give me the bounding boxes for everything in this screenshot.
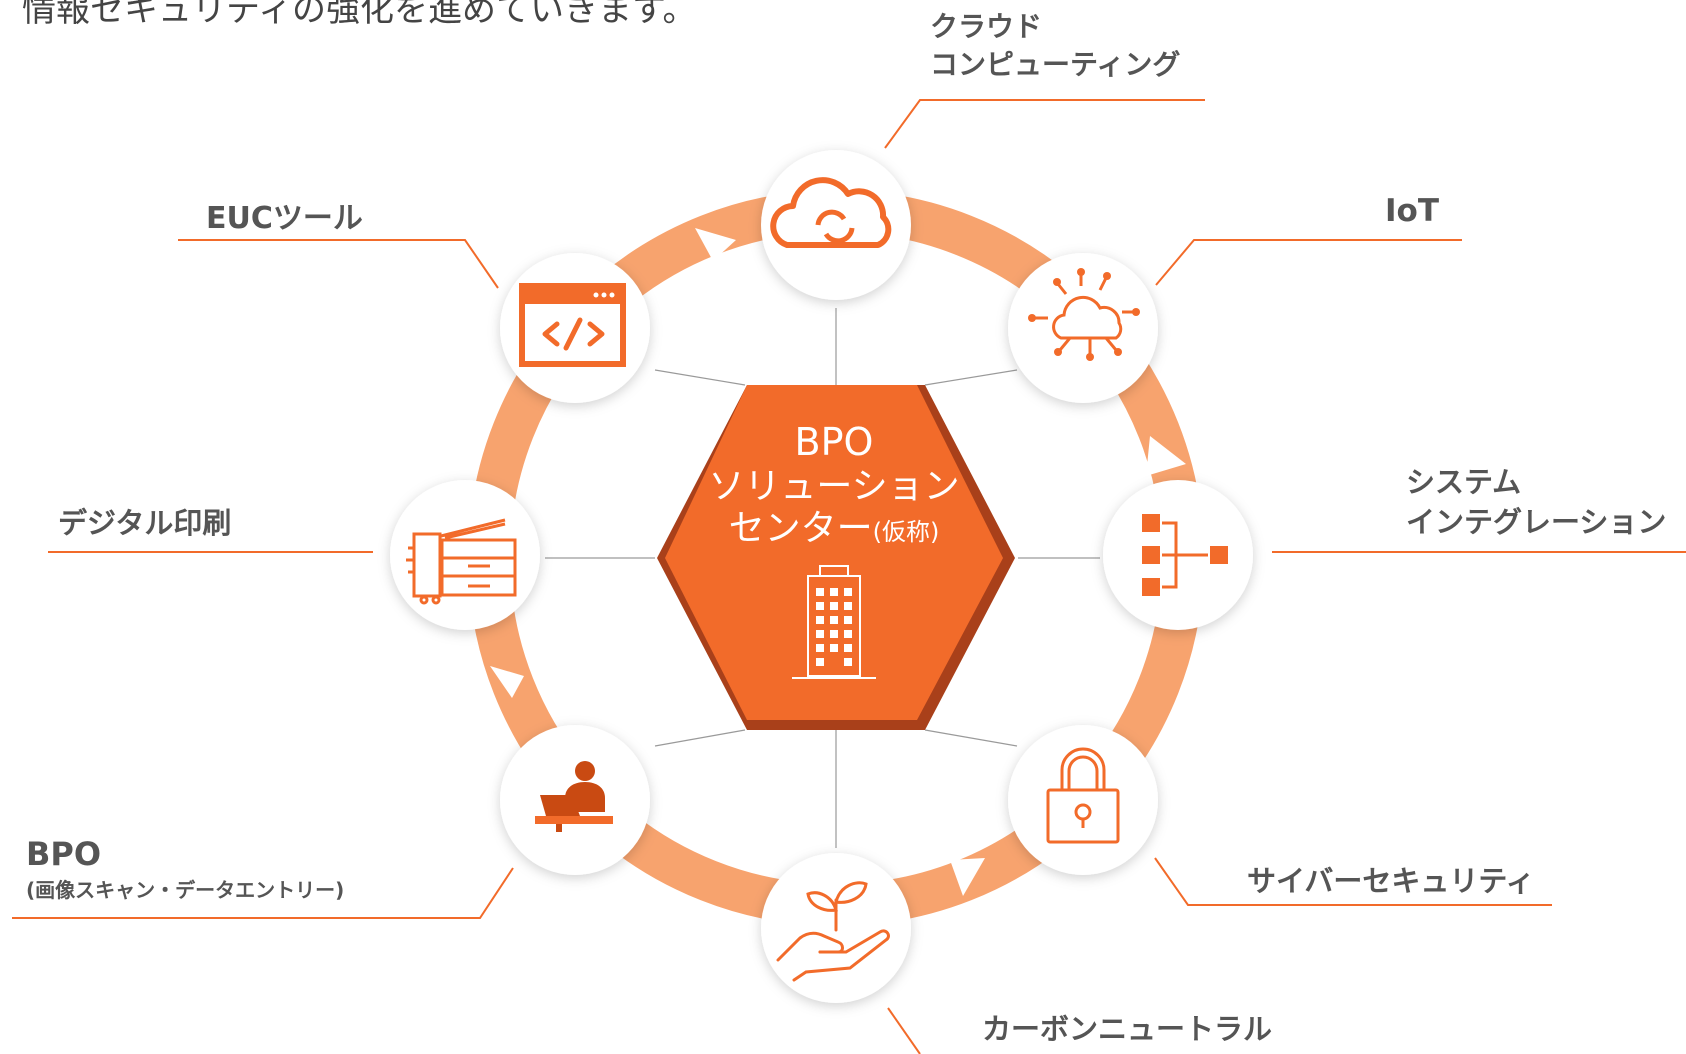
label-line: サイバーセキュリティ [1247, 864, 1535, 898]
hand-plant-icon [776, 881, 890, 982]
label-carbon-neutral: カーボンニュートラル [982, 1006, 1272, 1048]
label-line: コンピューティング [930, 48, 1181, 81]
center-title-line1: BPO [795, 420, 874, 464]
node-cloud [761, 150, 911, 300]
label-line: システム [1406, 465, 1522, 499]
ring-arrow [950, 858, 985, 896]
leader-line-cloud [884, 99, 1205, 149]
label-cloud: クラウド コンピューティング [930, 8, 1180, 84]
padlock-icon [1046, 747, 1120, 844]
office-building-icon [792, 565, 876, 679]
node-carbon-neutral [761, 853, 911, 1003]
office-worker-icon [535, 761, 613, 832]
leader-line-bpo [12, 867, 514, 919]
node-iot [1008, 253, 1158, 403]
hexagon-face [665, 385, 1003, 720]
label-euc-tools: EUCツール [206, 193, 363, 237]
ring-arrow [1146, 436, 1186, 476]
printer-icon [406, 518, 517, 605]
label-sub: (画像スキャン・データエントリー) [26, 878, 345, 902]
label-digital-printing: デジタル印刷 [58, 500, 231, 542]
spokes [545, 308, 1100, 848]
label-bpo: BPO (画像スキャン・データエントリー) [26, 836, 344, 908]
node-bpo [500, 725, 650, 875]
cloud-network-icon [1028, 268, 1140, 361]
center-title-line3: センター(仮称) [729, 508, 940, 549]
leader-line-euc-tools [178, 239, 499, 289]
hierarchy-icon [1142, 514, 1228, 596]
center-hexagon: BPO ソリューション センター(仮称) [657, 385, 1015, 730]
label-line: BPO [26, 835, 102, 873]
center-title-line3-main: センター [729, 508, 873, 549]
center-title-line3-small: (仮称) [873, 518, 940, 546]
label-line: EUCツール [206, 201, 363, 236]
intro-text: 情報セキュリティの強化を進めていきます。 [22, 0, 697, 30]
spoke [924, 369, 1018, 386]
ring-arrows [490, 228, 1186, 896]
node-cyber-security [1008, 725, 1158, 875]
node-system-integration [1103, 480, 1253, 630]
node-digital-printing [390, 480, 540, 630]
spoke [654, 729, 746, 747]
label-line: デジタル印刷 [58, 506, 232, 540]
center-title-line2: ソリューション [708, 466, 959, 507]
label-line: インテグレーション [1406, 505, 1667, 539]
spoke [924, 729, 1018, 747]
code-window-icon [519, 283, 626, 367]
label-cyber-security: サイバーセキュリティ [1247, 858, 1535, 900]
leader-lines [12, 99, 1686, 1054]
node-euc-tools [500, 253, 650, 403]
leader-line-carbon-neutral [887, 1007, 921, 1054]
label-system-integration: システム インテグレーション [1406, 462, 1666, 542]
cloud-sync-icon [770, 177, 892, 248]
label-line: カーボンニュートラル [982, 1012, 1273, 1046]
ring-arrow [490, 666, 524, 698]
label-line: クラウド [930, 10, 1043, 43]
ring-arrow [695, 228, 736, 261]
label-line: IoT [1385, 193, 1439, 229]
spoke [654, 369, 746, 386]
leader-line-cyber-security [1154, 857, 1552, 906]
label-iot: IoT [1385, 193, 1439, 229]
leader-line-iot [1155, 239, 1462, 286]
